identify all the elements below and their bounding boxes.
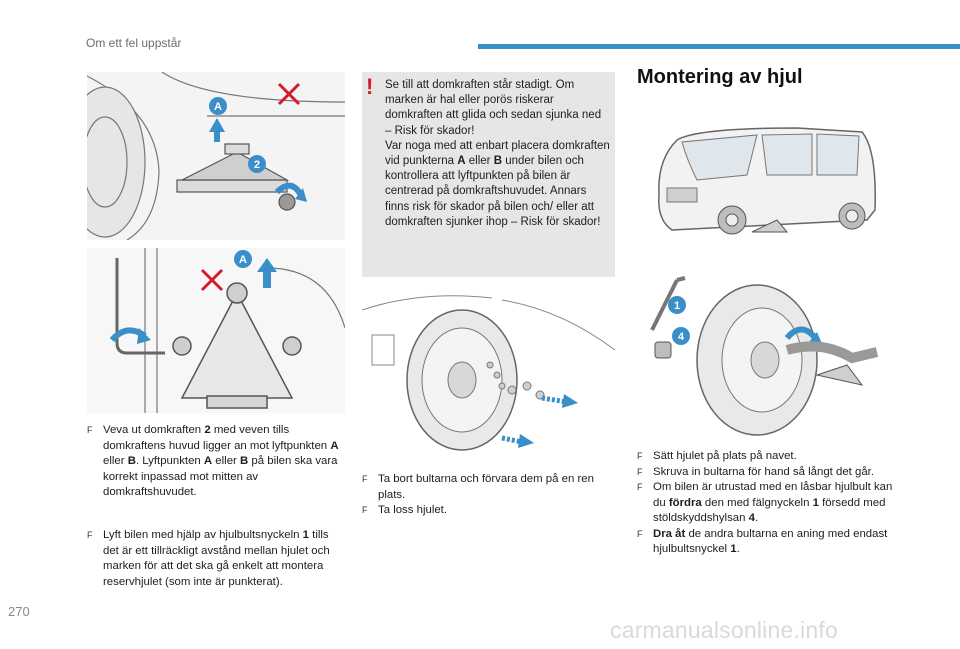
bullet-icon: F: [362, 474, 368, 484]
warning-box: [362, 72, 615, 277]
figure-van: [637, 120, 887, 250]
header-accent-bar: [478, 44, 960, 49]
callout-4: 4: [678, 331, 685, 343]
bullet-icon: F: [362, 505, 368, 515]
figure-wheel-off: [361, 290, 616, 453]
bullet-icon: F: [637, 482, 643, 492]
section-title: Montering av hjul: [637, 66, 803, 88]
warning-icon: !: [366, 74, 374, 99]
callout-2: 2: [254, 159, 260, 171]
bullet-icon: F: [637, 451, 643, 461]
watermark: carmanualsonline.info: [610, 617, 838, 643]
warning-text: Se till att domkraften står stadigt. Om …: [385, 79, 610, 228]
callout-1: 1: [674, 300, 680, 312]
bullet-icon: F: [637, 528, 643, 539]
figure-jack-top: A 2: [64, 71, 346, 241]
callout-A: A: [239, 254, 247, 266]
page-number: 270: [8, 604, 30, 619]
bullet-icon: F: [87, 425, 93, 435]
figure-wheel-on: 1 4: [637, 270, 887, 440]
bullet-icon: F: [87, 530, 93, 540]
cross-icon: [277, 82, 301, 106]
figure-jack-bottom: A: [87, 248, 346, 413]
section-header: Om ett fel uppstår: [86, 36, 182, 50]
bullet-icon: F: [637, 466, 643, 477]
callout-A: A: [214, 101, 222, 113]
